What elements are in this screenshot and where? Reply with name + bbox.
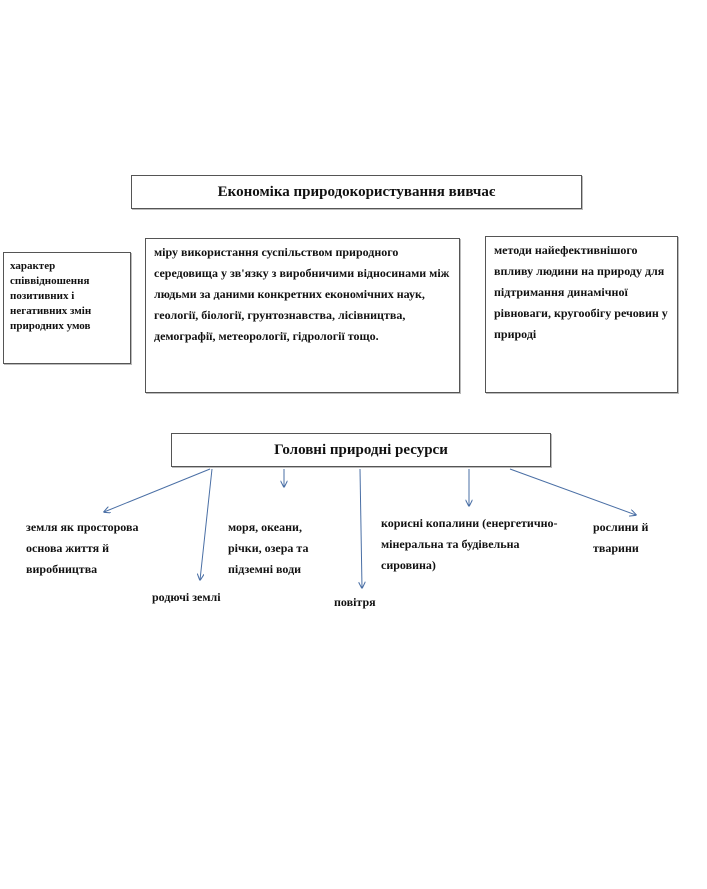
arrow-fertile — [200, 468, 213, 580]
study-text-usage: міру використання суспільством природног… — [154, 245, 450, 343]
study-box-methods: методи найефективнішого впливу людини на… — [485, 236, 678, 393]
study-box-ratio: характер співвідношення позитивних і нег… — [3, 252, 131, 364]
resource-flora-fauna: рослини й тварини — [593, 520, 649, 555]
resource-fertile-land: родючі землі — [152, 590, 221, 604]
diagram-title-box: Економіка природокористування вивчає — [131, 175, 582, 209]
study-box-usage: міру використання суспільством природног… — [145, 238, 460, 393]
resource-minerals: корисні копалини (енергетично-мінеральна… — [381, 516, 558, 572]
resource-land: земля як просторова основа життя й вироб… — [26, 520, 139, 576]
resources-title-box: Головні природні ресурси — [171, 433, 551, 467]
arrow-flora-fauna — [509, 468, 636, 515]
resources-title: Головні природні ресурси — [274, 441, 448, 458]
study-text-ratio: характер співвідношення позитивних і нег… — [10, 260, 92, 332]
study-text-methods: методи найефективнішого впливу людини на… — [494, 243, 668, 341]
arrow-air — [360, 468, 362, 588]
resource-water: моря, океани, річки, озера та підземні в… — [228, 520, 309, 576]
resource-air: повітря — [334, 595, 376, 609]
arrow-land — [104, 468, 211, 512]
diagram-title: Економіка природокористування вивчає — [217, 183, 496, 200]
